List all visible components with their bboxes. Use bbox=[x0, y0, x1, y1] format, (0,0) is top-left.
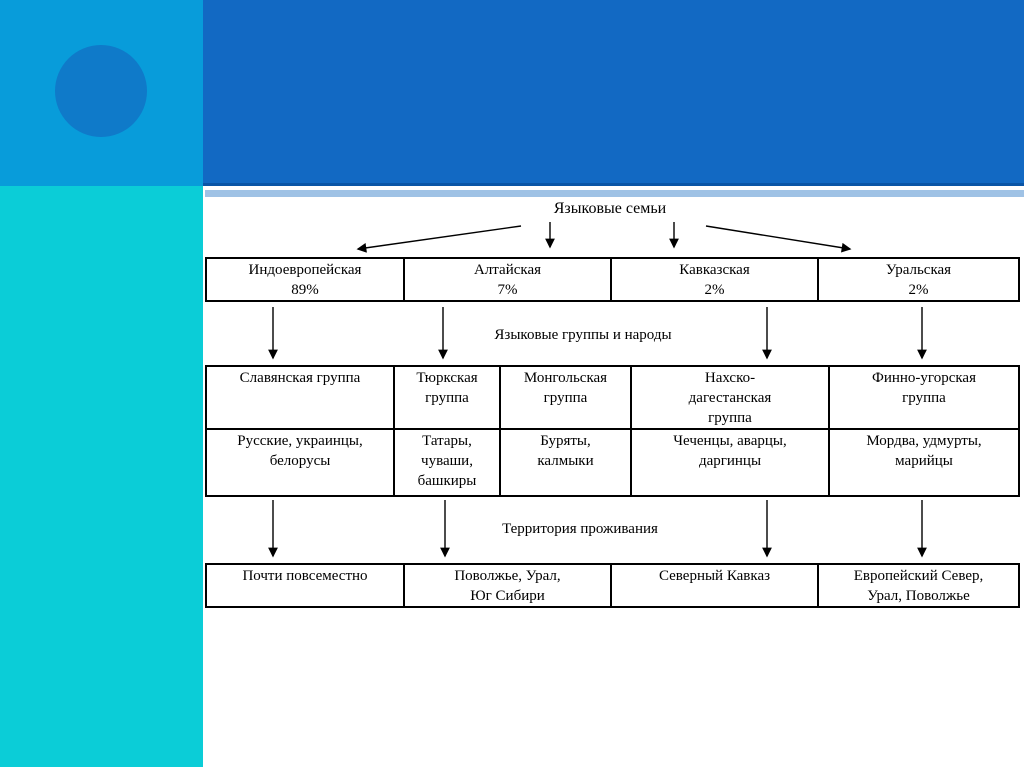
group-cell-nakh-dagestani: Нахско- дагестанская группа bbox=[632, 367, 830, 428]
top-banner bbox=[203, 0, 1024, 186]
group-cell-mongolic: Монгольская группа bbox=[501, 367, 632, 428]
family-percent: 7% bbox=[497, 282, 518, 298]
families-row: Индоевропейская 89% Алтайская 7% Кавказс… bbox=[205, 257, 1020, 302]
territory-cell-3: Северный Кавказ bbox=[612, 565, 819, 606]
family-name: Алтайская bbox=[473, 262, 542, 278]
groups-header-row: Славянская группа Тюркская группа Монгол… bbox=[207, 367, 1018, 430]
peoples-cell-finno-ugric: Мордва, удмурты, марийцы bbox=[866, 433, 982, 469]
groups-section-label: Языковые группы и народы bbox=[494, 327, 672, 343]
group-cell-slavic: Славянская группа bbox=[207, 367, 395, 428]
left-color-bar bbox=[0, 186, 203, 767]
peoples-cell-slavic: Русские, украинцы, белорусы bbox=[207, 430, 395, 497]
family-name: Индоевропейская bbox=[248, 262, 362, 278]
family-percent: 2% bbox=[704, 282, 725, 298]
family-cell-indoeuropean: Индоевропейская 89% bbox=[207, 259, 405, 300]
groups-table: Славянская группа Тюркская группа Монгол… bbox=[205, 365, 1020, 497]
arrow-title-to-indoeuropean bbox=[356, 225, 522, 253]
family-cell-uralic: Уральская 2% bbox=[819, 259, 1018, 300]
peoples-row: Русские, украинцы, белорусы Татары, чува… bbox=[207, 430, 1018, 497]
diagram-title: Языковые семьи bbox=[553, 200, 667, 217]
family-percent: 89% bbox=[291, 282, 319, 298]
peoples-cell-nakh-dagestani: Чеченцы, аварцы, даргинцы bbox=[632, 430, 830, 497]
family-percent: 2% bbox=[908, 282, 929, 298]
decorative-circle bbox=[55, 45, 147, 137]
peoples-cell-turkic: Татары, чуваши, башкиры bbox=[395, 430, 501, 497]
peoples-cell-mongolic: Буряты, калмыки bbox=[501, 430, 632, 497]
arrow-title-to-uralic bbox=[705, 225, 852, 253]
territory-row: Почти повсеместно Поволжье, Урал, Юг Сиб… bbox=[205, 563, 1020, 608]
territory-section-label: Территория проживания bbox=[502, 521, 658, 537]
family-cell-caucasian: Кавказская 2% bbox=[612, 259, 819, 300]
territory-cell-2: Поволжье, Урал, Юг Сибири bbox=[405, 565, 612, 606]
family-cell-altai: Алтайская 7% bbox=[405, 259, 612, 300]
family-name: Кавказская bbox=[679, 262, 750, 278]
group-cell-turkic: Тюркская группа bbox=[395, 367, 501, 428]
group-cell-finno-ugric: Финно-угорская группа bbox=[872, 370, 976, 406]
decorative-corner-square bbox=[0, 0, 203, 186]
territory-cell-4: Европейский Север, Урал, Поволжье bbox=[853, 568, 984, 604]
territory-cell-1: Почти повсеместно bbox=[207, 565, 405, 606]
accent-stripe bbox=[205, 190, 1024, 197]
family-name: Уральская bbox=[885, 262, 952, 278]
